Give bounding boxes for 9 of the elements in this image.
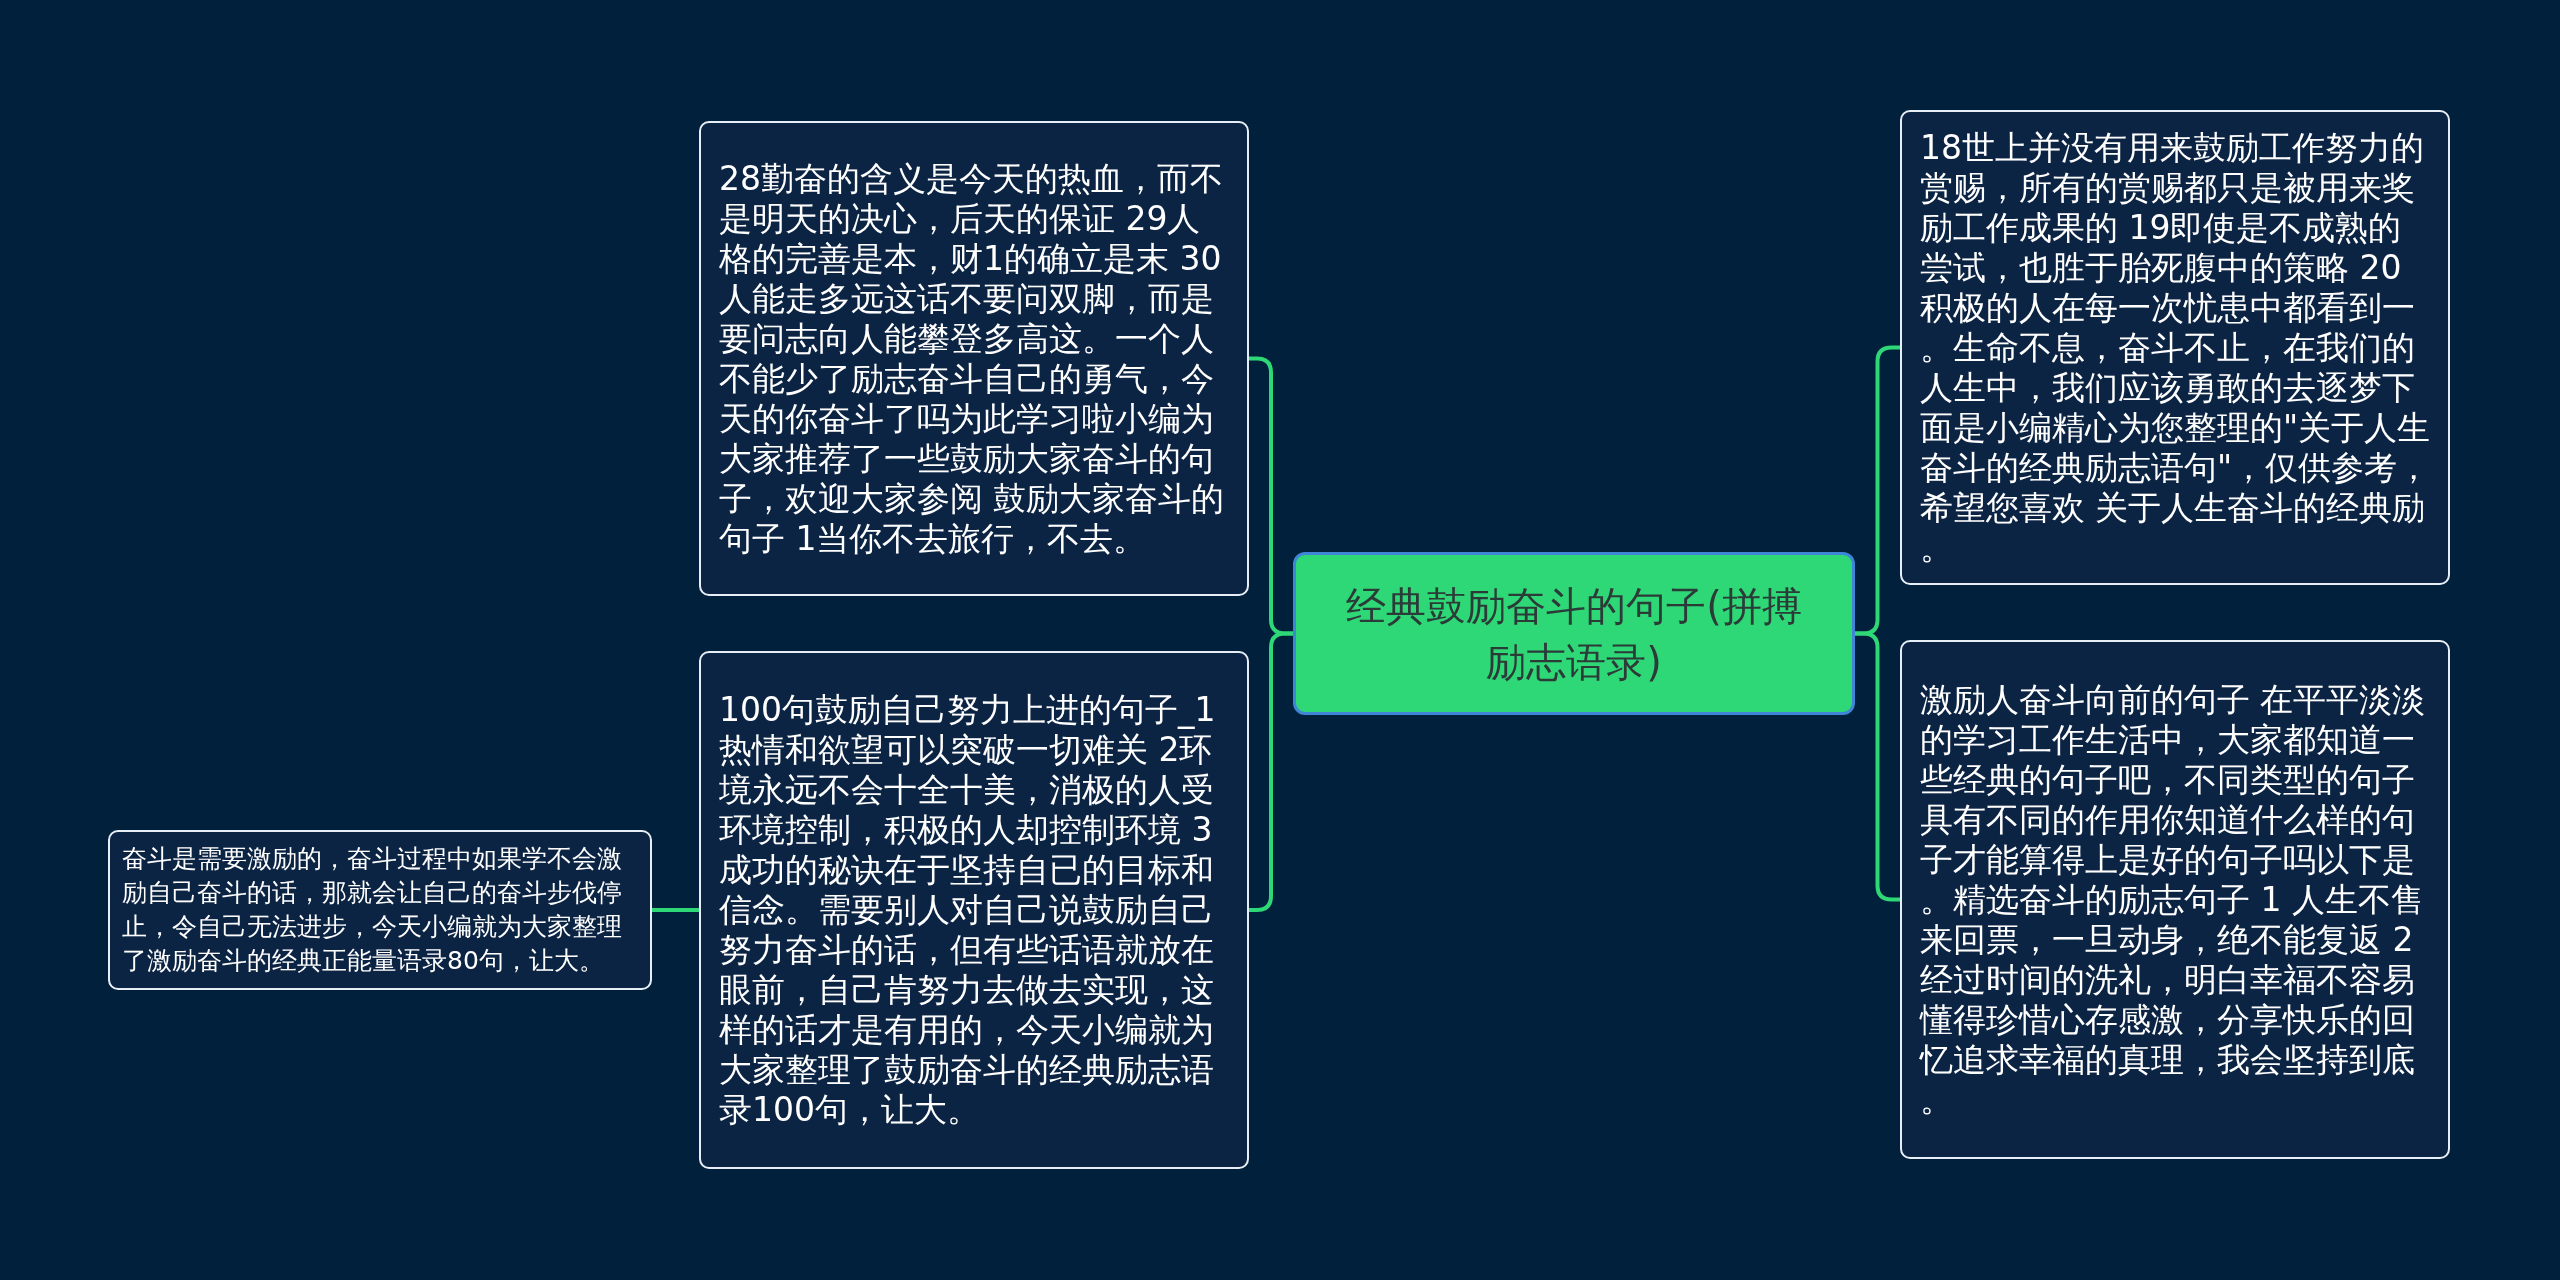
connector-line (1855, 631, 1900, 902)
text-card: 奋斗是需要激励的，奋斗过程中如果学不会激励自己奋斗的话，那就会让自己的奋斗步伐停止，令自己无法进步，今天小编就为大家整理了激励奋斗的经典正能量语录80句，让大。 (108, 830, 652, 990)
connector-line (652, 908, 699, 912)
text-card: 18世上并没有用来鼓励工作努力的赏赐，所有的赏赐都只是被用来奖励工作成果的 19即使是不成熟的尝试，也胜于胎死腹中的策略 20积极的人在每一次忧患中都看到一。生命不息，奋斗不止，在我们的人生中，我们应该勇敢的去逐梦下面是小编精心为您整理的"关于人生奋斗的经典励志语句"，仅供参考，希望您喜欢 关于人生奋斗的经典励。 (1900, 110, 2450, 585)
connector-line (1249, 631, 1293, 912)
text-card: 100句鼓励自己努力上进的句子_1热情和欲望可以突破一切难关 2环境永远不会十全十美，消极的人受环境控制，积极的人却控制环境 3成功的秘诀在于坚持自已的目标和信念。需要别人对自己说鼓励自己努力奋斗的话，但有些话语就放在眼前，自己肯努力去做去实现，这样的话才是有用的，今天小编就为大家整理了鼓励奋斗的经典励志语录100句，让大。 (699, 651, 1249, 1169)
central-topic-box: 经典鼓励奋斗的句子(拼搏励志语录) (1293, 552, 1855, 715)
text-card: 激励人奋斗向前的句子 在平平淡淡的学习工作生活中，大家都知道一些经典的句子吧，不同类型的句子具有不同的作用你知道什么样的句子才能算得上是好的句子吗以下是。精选奋斗的励志句子 1 人生不售来回票，一旦动身，绝不能复返 2经过时间的洗礼，明白幸福不容易懂得珍惜心存感激，分享快乐的回忆追求幸福的真理，我会坚持到底。 (1900, 640, 2450, 1159)
text-card: 28勤奋的含义是今天的热血，而不是明天的决心，后天的保证 29人格的完善是本，财1的确立是末 30人能走多远这话不要问双脚，而是要问志向人能攀登多高这。一个人不能少了励志奋斗自己的勇气，今天的你奋斗了吗为此学习啦小编为大家推荐了一些鼓励大家奋斗的句子，欢迎大家参阅 鼓励大家奋斗的句子 1当你不去旅行，不去。 (699, 121, 1249, 596)
